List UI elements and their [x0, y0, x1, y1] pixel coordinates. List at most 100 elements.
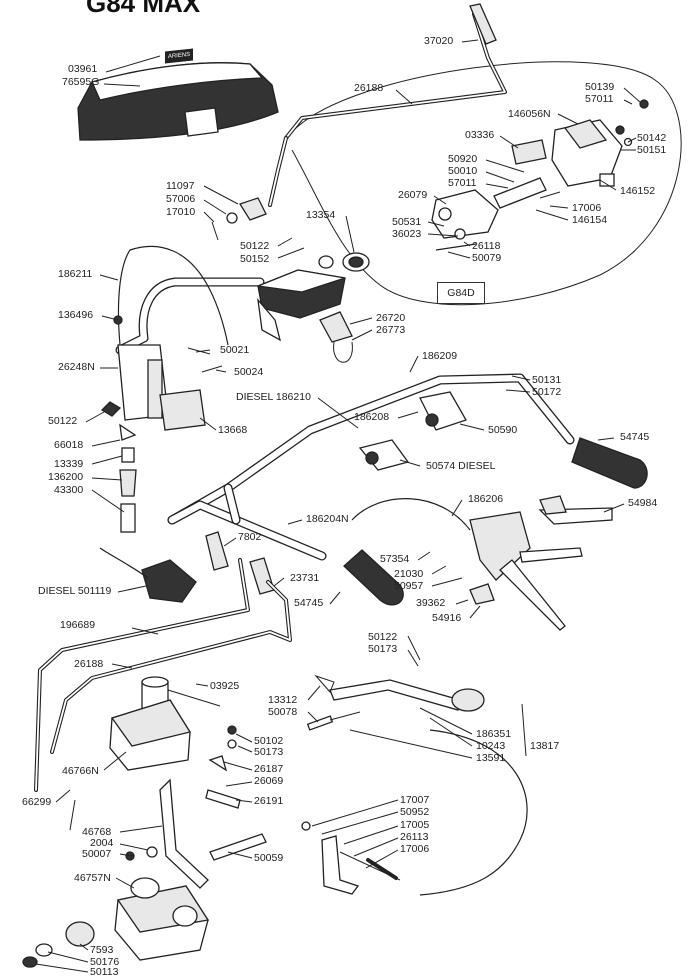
part-label: 146056N [508, 108, 551, 120]
part-label: 7802 [238, 531, 262, 543]
part-label: 54745 [294, 597, 324, 609]
part-label: 50021 [220, 344, 250, 356]
part-label: 10243 [476, 740, 506, 752]
part-label: 26248N [58, 361, 95, 373]
part-label: 50122 [48, 415, 78, 427]
left-handle-assembly [100, 245, 353, 533]
part-label: 50122 [368, 631, 398, 643]
part-label: 17005 [400, 819, 430, 831]
part-label: 54916 [432, 612, 462, 624]
lower-bracket [109, 676, 221, 771]
part-label: 50173 [368, 643, 398, 655]
part-label: 76595G [62, 76, 100, 88]
part-label: 186351 [476, 728, 512, 740]
part-label: 17010 [166, 206, 196, 218]
part-label: 26191 [254, 795, 284, 807]
part-label: 03336 [465, 129, 495, 141]
part-label: 57354 [380, 553, 410, 565]
part-label: 26187 [254, 763, 284, 775]
clutch-lever [306, 674, 528, 896]
part-label: 13817 [530, 740, 560, 752]
part-label: 50139 [585, 81, 615, 93]
part-label: 186204N [306, 513, 349, 525]
part-label: DIESEL 186210 [236, 391, 311, 403]
part-label: 46757N [74, 872, 111, 884]
part-label: 50176 [90, 956, 120, 968]
part-label: 17006 [400, 843, 430, 855]
base-bracket [22, 877, 210, 968]
part-label: 136200 [48, 471, 84, 483]
part-label: 50172 [532, 386, 562, 398]
part-label: 26773 [376, 324, 406, 336]
part-label: 26188 [74, 658, 104, 670]
shift-rod-upper [268, 3, 507, 207]
part-label: 186209 [422, 350, 458, 362]
hood-cover [77, 62, 279, 141]
part-label: 196689 [60, 619, 96, 631]
bushing [318, 252, 370, 272]
part-label: 03961 [68, 63, 98, 75]
part-label: 50574 DIESEL [426, 460, 496, 472]
part-label: 37020 [424, 35, 454, 47]
part-label: 17006 [572, 202, 602, 214]
part-label: 186211 [58, 268, 93, 280]
part-label: 66299 [22, 796, 52, 808]
part-label: 46768 [82, 826, 112, 838]
part-label: 186208 [354, 411, 390, 423]
part-label: 50151 [637, 144, 667, 156]
detail-outline [291, 61, 682, 306]
spring-parts [125, 725, 267, 889]
part-label: 26188 [354, 82, 384, 94]
part-label: DIESEL 501119 [38, 585, 112, 597]
part-label: 50113 [90, 966, 119, 978]
part-label: 66018 [54, 439, 84, 451]
part-label: 50590 [488, 424, 518, 436]
part-label: 50010 [448, 165, 478, 177]
part-label: 26720 [376, 312, 406, 324]
part-label: 13591 [476, 752, 506, 764]
part-label: 54745 [620, 431, 650, 443]
part-label: 26079 [398, 189, 428, 201]
part-label: 26069 [254, 775, 284, 787]
part-label: 50952 [400, 806, 430, 818]
diesel-pushbutton [99, 547, 197, 603]
part-label: 13312 [268, 694, 298, 706]
part-label: 50531 [392, 216, 422, 228]
part-label: 186206 [468, 493, 504, 505]
part-label: 50024 [234, 366, 264, 378]
part-label: 03925 [210, 680, 240, 692]
part-label: 136496 [58, 309, 94, 321]
leader-lines [35, 39, 641, 973]
part-label: 50102 [254, 735, 284, 747]
part-label: 26113 [400, 831, 429, 843]
detail-box-label: G84D [437, 282, 485, 304]
rod-clamp [211, 197, 267, 241]
part-label: 50122 [240, 240, 270, 252]
part-label: 7593 [90, 944, 114, 956]
part-label: 50131 [532, 374, 562, 386]
part-label: 50957 [394, 580, 424, 592]
part-label: 17007 [400, 794, 430, 806]
control-levers [351, 391, 613, 631]
cable-bracket [301, 821, 401, 895]
part-label: 57011 [585, 93, 614, 105]
part-label: 50059 [254, 852, 284, 864]
part-label: 43300 [54, 484, 84, 496]
part-label: 146152 [620, 185, 656, 197]
part-label: 50007 [82, 848, 112, 860]
part-label: 57011 [448, 177, 477, 189]
part-label: 11097 [166, 180, 195, 192]
part-label: 46766N [62, 765, 99, 777]
part-label: 57006 [166, 193, 196, 205]
handlebar [167, 373, 648, 606]
part-label: 21030 [394, 568, 424, 580]
part-label: 146154 [572, 214, 608, 226]
part-label: 50173 [254, 746, 284, 758]
part-label: 13354 [306, 209, 336, 221]
part-label: 39362 [416, 597, 446, 609]
part-label: 13668 [218, 424, 248, 436]
part-label: 2004 [90, 837, 114, 849]
part-label: 50920 [448, 153, 478, 165]
